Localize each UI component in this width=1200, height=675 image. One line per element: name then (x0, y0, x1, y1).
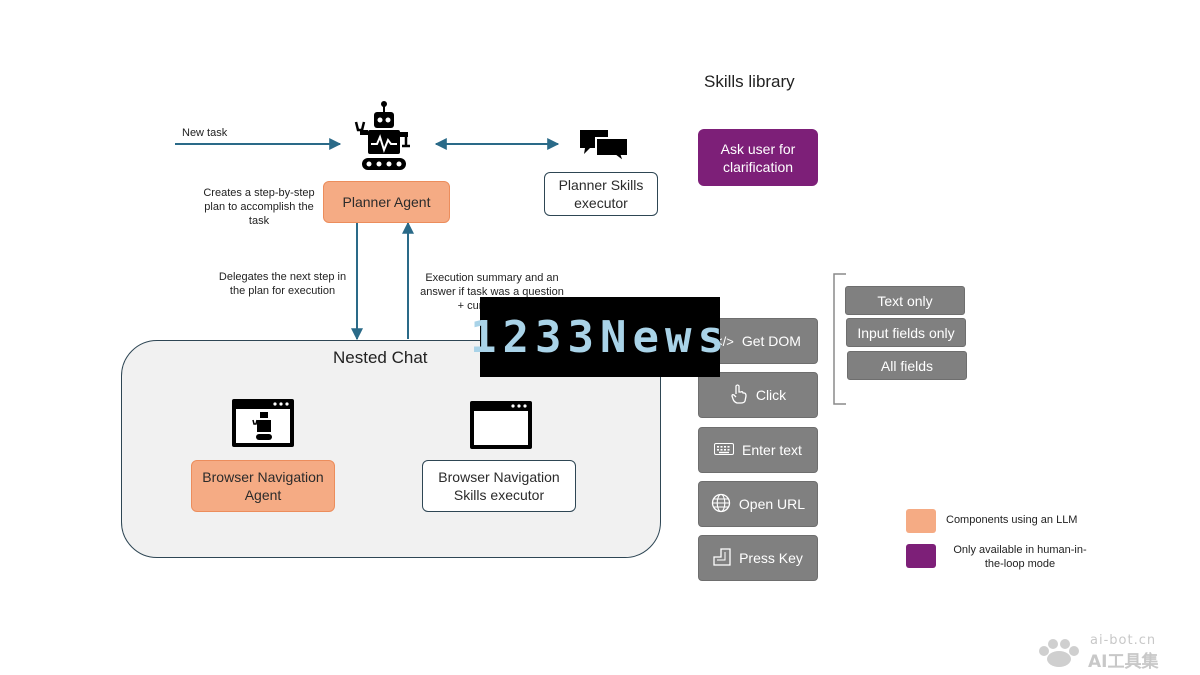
robot-icon (354, 100, 414, 175)
paw-icon (1036, 637, 1082, 672)
dom-option-all-fields[interactable]: All fields (847, 351, 967, 380)
skill-label: Open URL (738, 496, 806, 512)
skill-click[interactable]: Click (698, 372, 818, 418)
logo-name: AI工具集 (1088, 652, 1159, 672)
planner-agent-box[interactable]: Planner Agent (323, 181, 450, 223)
skill-open-url[interactable]: Open URL (698, 481, 818, 527)
legend-swatch-hitl (906, 544, 936, 568)
new-task-label: New task (182, 127, 228, 139)
chat-bubbles-icon (578, 128, 630, 165)
nested-chat-title: Nested Chat (333, 348, 428, 367)
logo-domain: ai-bot.cn (1090, 633, 1157, 648)
skill-label: Enter text (742, 442, 802, 458)
skill-enter-text[interactable]: Enter text (698, 427, 818, 473)
site-logo: ai-bot.cn AI工具集 (1036, 633, 1176, 672)
legend-label-hitl: Only available in human-in-the-loop mode (953, 544, 1087, 570)
skill-label: Click (755, 387, 787, 403)
skill-label: Get DOM (741, 333, 801, 349)
ask-user-button[interactable]: Ask user for clarification (698, 129, 818, 186)
planner-skills-executor-box[interactable]: Planner Skills executor (544, 172, 658, 216)
legend-label-llm: Components using an LLM (946, 514, 1078, 526)
skills-library-title: Skills library (704, 72, 795, 91)
dom-option-input-fields[interactable]: Input fields only (846, 318, 966, 347)
browser-robot-icon (231, 398, 295, 448)
browser-window-icon (469, 400, 533, 450)
watermark-banner: 1233News (470, 297, 724, 377)
delegates-label: Delegates the next step in the plan for … (218, 271, 347, 297)
dom-options-bracket (833, 273, 846, 405)
browser-navigation-agent-box[interactable]: Browser Navigation Agent (191, 460, 335, 512)
watermark-text: 1233News (470, 311, 730, 363)
key-press-icon (713, 547, 731, 569)
hand-pointer-icon (730, 383, 748, 407)
globe-icon (711, 493, 731, 516)
skill-press-key[interactable]: Press Key (698, 535, 818, 581)
keyboard-icon (714, 442, 735, 458)
planner-description: Creates a step-by-step plan to accomplis… (203, 187, 315, 227)
skill-label: Press Key (739, 550, 803, 566)
dom-option-text-only[interactable]: Text only (845, 286, 965, 315)
legend-swatch-llm (906, 509, 936, 533)
browser-skills-executor-box[interactable]: Browser Navigation Skills executor (422, 460, 576, 512)
